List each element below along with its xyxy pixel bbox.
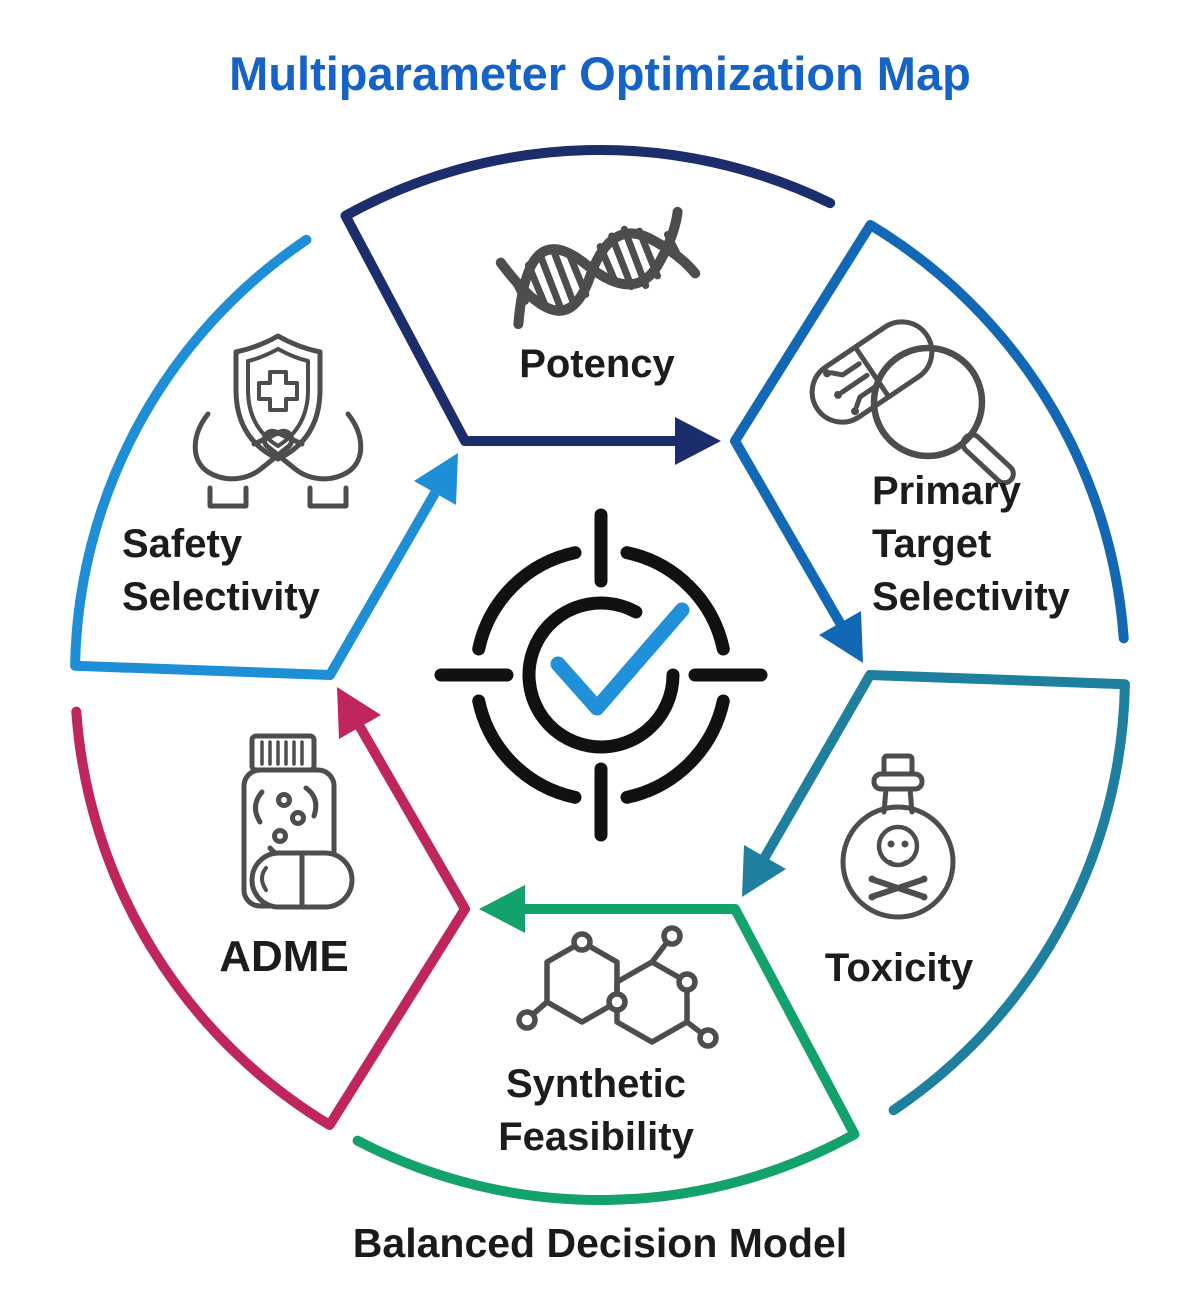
flow-arrow-primary-to-toxicity xyxy=(819,611,863,663)
segment-synthetic-outline xyxy=(352,904,860,1205)
dna-icon xyxy=(495,206,701,330)
molecule-icon xyxy=(516,925,719,1049)
segment-label-line: Selectivity xyxy=(872,574,1070,619)
segment-label-potency: Potency xyxy=(519,342,675,386)
caption: Balanced Decision Model xyxy=(352,1220,848,1266)
checkmark-icon xyxy=(550,602,690,716)
flow-arrow-adme-to-safety xyxy=(337,687,381,739)
segment-toxicity-outline xyxy=(760,670,1130,1116)
target-checkmark-icon xyxy=(434,508,768,842)
target-tick-marks xyxy=(434,508,768,842)
segment-label-primary-target: Primary Target Selectivity xyxy=(872,465,1070,623)
pill-bottle-icon xyxy=(241,733,355,910)
segment-adme-outline xyxy=(71,706,470,1130)
segment-label-synthetic: Synthetic Feasibility xyxy=(498,1058,694,1164)
segment-safety-outline xyxy=(70,234,440,680)
segment-label-line: Synthetic xyxy=(505,1062,687,1106)
segment-label-line: Primary xyxy=(872,469,1021,513)
segment-label-line: Feasibility xyxy=(498,1114,694,1159)
flow-arrow-toxicity-to-synthetic xyxy=(742,845,786,897)
hands-shield-icon xyxy=(192,333,364,509)
target-inner-ring xyxy=(522,596,680,754)
segment-label-adme: ADME xyxy=(219,932,349,981)
target-outer-ring xyxy=(472,546,730,804)
flow-arrow-safety-to-potency xyxy=(414,453,458,505)
segment-label-line: Safety xyxy=(122,522,243,566)
capsule-magnifier-icon xyxy=(809,319,1016,486)
segment-label-line: Selectivity xyxy=(122,574,320,619)
segment-label-safety: Safety Selectivity xyxy=(122,518,320,624)
segment-potency-outline xyxy=(340,144,836,446)
flow-arrow-synthetic-to-adme xyxy=(479,885,525,933)
poison-bottle-icon xyxy=(840,753,956,920)
flow-arrow-potency-to-primary xyxy=(675,417,721,465)
segment-label-line: Target xyxy=(872,521,992,566)
page-title: Multiparameter Optimization Map xyxy=(229,47,971,100)
segment-primary-target-outline xyxy=(730,220,1129,644)
segment-label-toxicity: Toxicity xyxy=(824,946,974,990)
